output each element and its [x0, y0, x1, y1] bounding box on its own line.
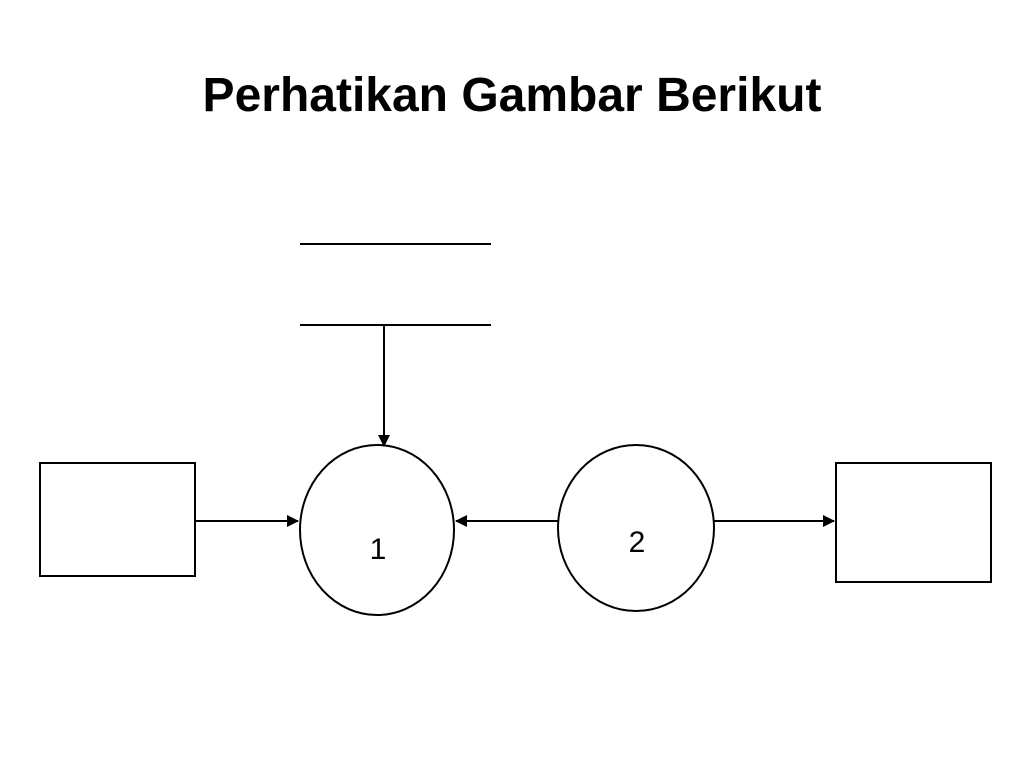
- external-entity-right: [835, 462, 992, 583]
- process-2-label: 2: [629, 526, 646, 559]
- slide-title: Perhatikan Gambar Berikut: [202, 69, 822, 122]
- process-2-circle: [557, 444, 715, 612]
- external-entity-left: [39, 462, 196, 577]
- data-store: [300, 243, 491, 326]
- process-2: 2: [557, 444, 715, 612]
- process-1-label: 1: [370, 533, 387, 566]
- process-1: 1: [299, 444, 455, 616]
- process-1-circle: [299, 444, 455, 616]
